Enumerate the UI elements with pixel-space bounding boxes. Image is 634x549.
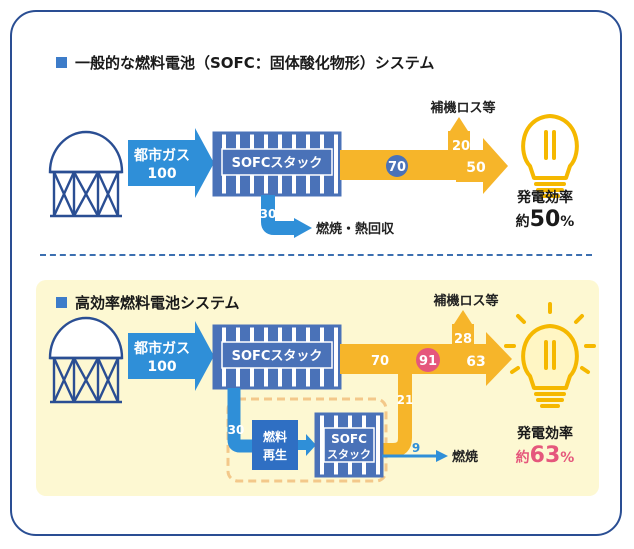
efficiency-prefix: 約 (515, 450, 530, 466)
loss-label: 補機ロス等 (429, 100, 495, 116)
section2-title: 高効率燃料電池システム (56, 292, 240, 313)
sofc-stack: SOFCスタック (212, 324, 342, 390)
efficiency-unit: % (560, 450, 575, 466)
regeneration-loop-box (226, 397, 388, 483)
gas-input-label-2: 100 (147, 359, 176, 375)
flow-value-main: 70 (371, 354, 389, 369)
efficiency-unit: % (560, 214, 575, 230)
regen-to-stack-arrow (298, 434, 316, 456)
flow-value-heat: 30 (260, 207, 277, 221)
flow-value-combined: 91 (419, 354, 437, 369)
bullet-square-icon (56, 297, 67, 308)
gas-input-label-1: 都市ガス (133, 340, 190, 357)
stack-label: SOFCスタック (232, 349, 323, 364)
efficiency-value-line: 約63% (500, 443, 590, 468)
gas-tank-icon (48, 130, 124, 218)
flow-badge-combined (416, 348, 440, 372)
efficiency-value: 63 (529, 443, 561, 468)
efficiency-readout-1: 発電効率 約50% (500, 187, 590, 232)
gas-input-arrow (128, 321, 214, 391)
section1-title: 一般的な燃料電池（SOFC：固体酸化物形）システム (56, 52, 434, 73)
flow-value-main: 70 (388, 160, 406, 175)
regen-label-2: 再生 (263, 447, 287, 462)
efficiency-value-line: 約50% (500, 207, 590, 232)
section-divider (40, 254, 592, 256)
gas-input-label-1: 都市ガス (133, 147, 190, 164)
fuel-regeneration-box: 燃料 再生 (252, 420, 298, 470)
stack2-label-1: SOFC (331, 432, 367, 446)
flow-value-second: 21 (397, 393, 414, 407)
efficiency-value: 50 (529, 207, 561, 232)
sofc-stack: SOFCスタック (212, 131, 342, 197)
flow-value-output: 63 (466, 354, 485, 370)
flow-badge-main (386, 155, 408, 177)
flow-value-burn: 9 (412, 441, 420, 455)
flow-value-output: 50 (466, 160, 486, 176)
bullet-square-icon (56, 57, 67, 68)
flow-value-recycle: 30 (228, 423, 245, 437)
gas-input-arrow (128, 128, 214, 198)
light-bulb-icon (521, 114, 579, 198)
power-output-arrow (340, 310, 512, 457)
efficiency-readout-2: 発電効率 約63% (500, 423, 590, 468)
sofc-stack-2: SOFC スタック (314, 412, 384, 478)
efficiency-label: 発電効率 (517, 190, 573, 206)
fuel-recycle-arrow (227, 388, 252, 453)
stack2-label-2: スタック (327, 448, 371, 461)
flow-value-loss: 20 (452, 139, 470, 154)
power-output-arrow (340, 117, 508, 194)
loss-label: 補機ロス等 (432, 293, 498, 309)
flow-value-loss: 28 (454, 332, 472, 347)
glowing-light-bulb-icon (504, 302, 596, 408)
burn-arrow (382, 450, 448, 462)
stack-label: SOFCスタック (232, 156, 323, 171)
gas-input-label-2: 100 (147, 166, 176, 182)
efficiency-label: 発電効率 (517, 426, 573, 442)
heat-label: 燃焼・熱回収 (316, 221, 395, 237)
efficiency-prefix: 約 (515, 214, 530, 230)
burn-label: 燃焼 (452, 449, 478, 465)
regen-label-1: 燃料 (263, 429, 287, 444)
gas-tank-icon (48, 316, 124, 404)
heat-recovery-arrow (261, 195, 312, 238)
